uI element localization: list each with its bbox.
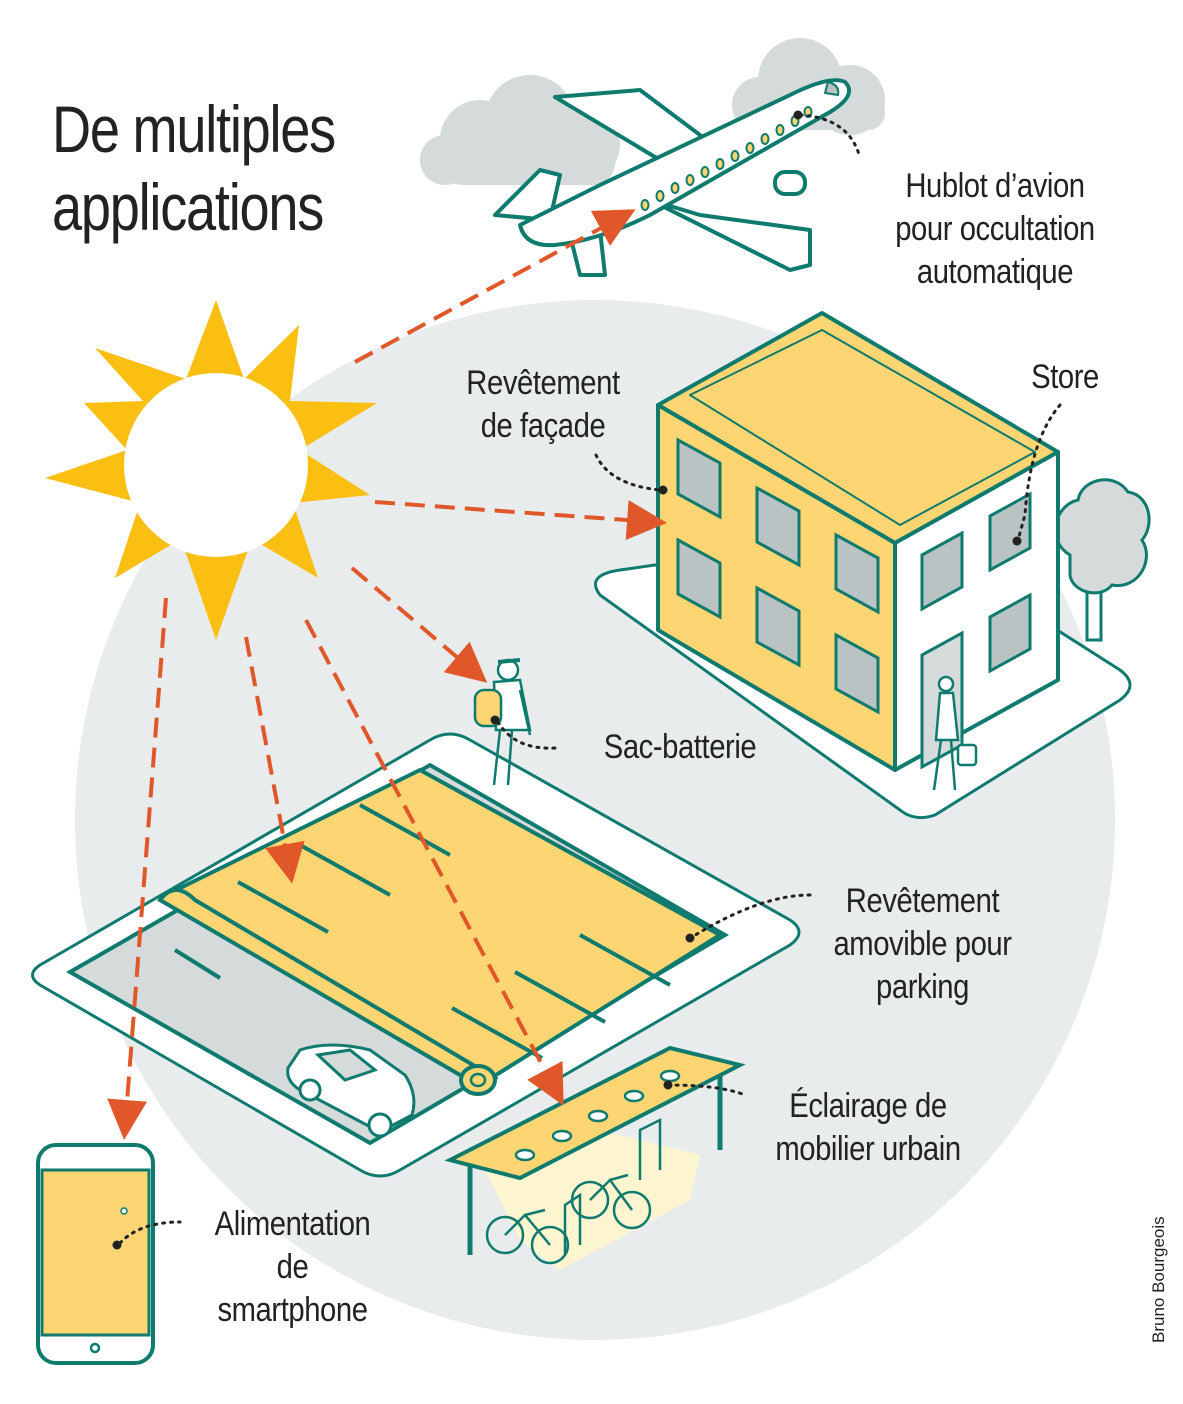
tree [1053, 478, 1151, 642]
label-lighting: Éclairage de mobilier urbain [756, 1085, 980, 1171]
label-smartphone-line-3: smartphone [217, 1291, 368, 1329]
leader-lines [118, 113, 1062, 1245]
label-parking: Revêtement amovible pour parking [817, 880, 1028, 1009]
label-plane-line-3: automatique [916, 253, 1074, 291]
title-line-2: applications [52, 170, 324, 244]
airplane-icon [493, 78, 851, 277]
label-smartphone-line-2: de [276, 1248, 309, 1286]
label-parking-line-2: amovible pour [833, 925, 1012, 963]
label-parking-line-1: Revêtement [845, 882, 1000, 920]
label-store: Store [1013, 356, 1116, 399]
smartphone-icon [36, 1143, 155, 1365]
coating-roll [157, 888, 499, 1096]
label-backpack: Sac-batterie [585, 726, 774, 769]
label-smartphone: Alimentation de smartphone [196, 1203, 390, 1332]
label-lighting-line-1: Éclairage de [789, 1087, 947, 1125]
label-lighting-line-2: mobilier urbain [775, 1130, 961, 1168]
title-line-1: De multiples [52, 92, 336, 166]
bike-shelter [444, 1045, 746, 1270]
label-facade-line-2: de façade [480, 407, 606, 445]
label-plane-line-1: Hublot d’avion [905, 167, 1085, 205]
label-plane-line-2: pour occultation [895, 210, 1095, 248]
page-title: De multiples applications [52, 90, 336, 246]
sun-icon [45, 300, 377, 640]
label-facade: Revêtement de façade [444, 362, 642, 448]
walking-person-icon [932, 675, 978, 791]
label-plane-window: Hublot d’avion pour occultation automati… [879, 165, 1111, 294]
label-facade-line-1: Revêtement [466, 364, 620, 402]
sun-arrows [107, 209, 667, 1140]
label-parking-line-3: parking [876, 968, 969, 1006]
car-icon [286, 1043, 416, 1138]
hiker-icon [473, 658, 532, 786]
label-smartphone-line-1: Alimentation [214, 1205, 371, 1243]
label-backpack-line-1: Sac-batterie [603, 728, 757, 766]
parking-lines [173, 803, 671, 1060]
label-store-line-1: Store [1031, 358, 1099, 396]
building-windows [676, 437, 1032, 715]
credit-text: Bruno Bourgeois [1149, 1216, 1168, 1343]
leader-dots [112, 110, 1022, 1250]
